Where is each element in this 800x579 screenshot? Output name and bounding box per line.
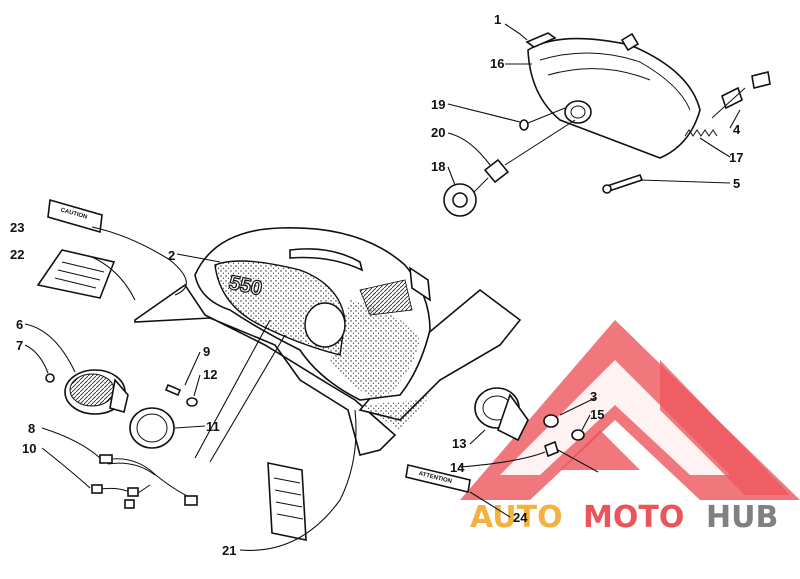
stud <box>164 383 182 397</box>
part-number-17: 17 <box>729 150 743 165</box>
part-number-6: 6 <box>16 317 23 332</box>
part-number-2: 2 <box>168 248 175 263</box>
lamp-socket <box>564 100 592 124</box>
leader-lines <box>24 23 741 551</box>
watermark-text-moto: MOTO <box>583 500 684 535</box>
part-number-23: 23 <box>10 220 24 235</box>
watermark-text-hub: HUB <box>706 500 778 535</box>
adjuster-knob <box>620 32 640 52</box>
lock-nut <box>571 429 585 441</box>
part-number-24: 24 <box>513 510 528 525</box>
hood-assembly: 550 <box>134 226 522 456</box>
bezel-ring <box>129 407 175 449</box>
part-number-7: 7 <box>16 338 23 353</box>
part-number-3: 3 <box>590 389 597 404</box>
headlight-housing <box>527 37 701 159</box>
triangle-m-logo-icon <box>460 320 800 500</box>
part-number-13: 13 <box>452 436 466 451</box>
part-number-15: 15 <box>590 407 604 422</box>
part-number-9: 9 <box>203 344 210 359</box>
instruction-decal <box>267 462 307 541</box>
part-number-14: 14 <box>450 460 465 475</box>
bulb <box>519 119 529 131</box>
attention-decal: ATTENTION <box>405 464 471 493</box>
part-number-4: 4 <box>733 122 741 137</box>
washer <box>543 414 559 428</box>
screw <box>45 373 55 383</box>
part-number-20: 20 <box>431 125 445 140</box>
part-number-21: 21 <box>222 543 236 558</box>
speedometer-gauge <box>64 369 129 415</box>
sender-cable <box>544 440 599 473</box>
nut <box>186 397 198 407</box>
warning-decal <box>36 249 116 299</box>
bulb-socket <box>483 158 510 184</box>
part-numbers: 1 2 3 4 5 6 7 8 9 10 11 12 13 14 15 16 1… <box>10 12 743 558</box>
wiring-harness <box>91 454 198 509</box>
part-number-11: 11 <box>206 419 220 434</box>
adjuster-spring <box>684 129 718 137</box>
part-number-8: 8 <box>28 421 35 436</box>
tachometer-gauge <box>474 387 529 442</box>
part-number-16: 16 <box>490 56 504 71</box>
part-number-19: 19 <box>431 97 445 112</box>
adjuster-bracket <box>721 86 743 110</box>
ring-nut <box>443 183 477 217</box>
watermark-text-auto: AUTO <box>470 500 563 535</box>
part-number-12: 12 <box>203 367 217 382</box>
part-number-22: 22 <box>10 247 24 262</box>
caution-decal-top: CAUTION <box>47 198 103 234</box>
gauge-opening <box>304 302 346 348</box>
part-number-10: 10 <box>22 441 36 456</box>
part-number-5: 5 <box>733 176 740 191</box>
headlight-assembly <box>443 32 771 217</box>
hood-flange <box>134 283 397 456</box>
bolt <box>605 174 644 192</box>
part-number-18: 18 <box>431 159 445 174</box>
watermark-logo: AUTO MOTO HUB <box>460 320 800 535</box>
retaining-clip <box>525 32 557 48</box>
part-number-1: 1 <box>494 12 501 27</box>
